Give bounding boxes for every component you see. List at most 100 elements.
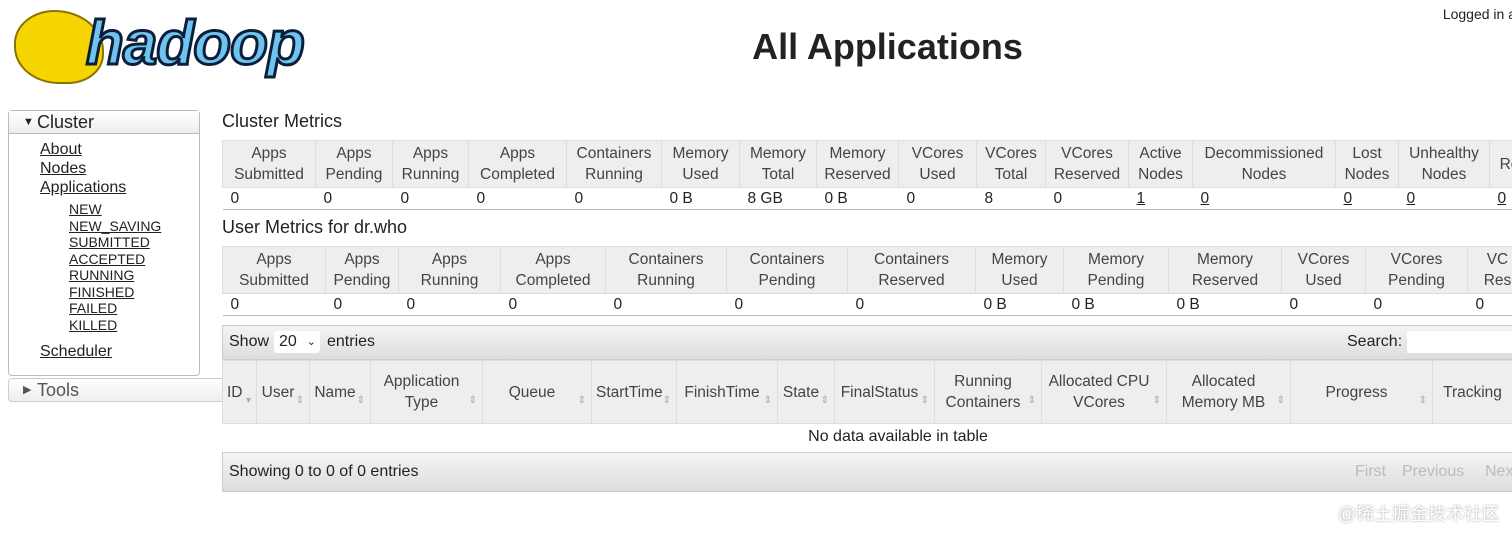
nav-nodes[interactable]: Nodes xyxy=(40,160,87,177)
metric-value: 0 xyxy=(398,293,501,316)
column-header[interactable]: Queue⇕ xyxy=(482,360,592,424)
metric-link[interactable]: 0 xyxy=(1497,189,1507,207)
next-page-button[interactable]: Next xyxy=(1485,463,1512,480)
sort-icon: ⇕ xyxy=(356,395,365,406)
cluster-label: Cluster xyxy=(37,112,95,132)
search-input[interactable] xyxy=(1407,331,1512,353)
tools-label: Tools xyxy=(37,380,80,400)
cluster-metrics-title: Cluster Metrics xyxy=(222,111,343,131)
sort-icon: ⇕ xyxy=(1276,395,1285,406)
metric-link[interactable]: 0 xyxy=(1343,189,1353,207)
nav-applications[interactable]: Applications xyxy=(40,179,127,196)
entries-label: entries xyxy=(327,333,376,350)
metric-value: 0 B xyxy=(975,293,1064,316)
metric-value[interactable]: 0 xyxy=(1192,187,1336,210)
metric-value[interactable]: 0 xyxy=(1489,187,1512,210)
first-page-button[interactable]: First xyxy=(1355,463,1387,480)
cluster-section-header[interactable]: ▼Cluster xyxy=(9,111,199,134)
column-header[interactable]: FinalStatus⇕ xyxy=(834,360,935,424)
nav-state-accepted[interactable]: ACCEPTED xyxy=(69,250,146,267)
tools-section-header[interactable]: ▶Tools xyxy=(8,378,228,402)
nav-state-finished[interactable]: FINISHED xyxy=(69,283,135,300)
elephant-icon xyxy=(14,10,104,84)
metric-link[interactable]: 1 xyxy=(1136,189,1146,207)
metric-value: 0 xyxy=(500,293,606,316)
nav-about[interactable]: About xyxy=(40,141,82,158)
sort-icon: ⇕ xyxy=(662,395,671,406)
search-label: Search: xyxy=(1347,333,1403,350)
page-size-select[interactable]: 20 ⌄ xyxy=(274,331,320,353)
table-footer: Showing 0 to 0 of 0 entries First Previo… xyxy=(222,452,1512,492)
chevron-down-icon: ⌄ xyxy=(306,336,316,348)
triangle-down-icon: ▼ xyxy=(23,116,34,128)
metric-value: 0 xyxy=(847,293,976,316)
column-header[interactable]: User⇕ xyxy=(256,360,310,424)
nav-scheduler[interactable]: Scheduler xyxy=(40,343,113,360)
sort-icon: ⇕ xyxy=(1152,395,1161,406)
nav-state-new_saving[interactable]: NEW_SAVING xyxy=(69,217,162,234)
nav-state-submitted[interactable]: SUBMITTED xyxy=(69,234,150,250)
column-header[interactable]: ID▾ xyxy=(222,360,257,424)
metric-value[interactable]: 0 xyxy=(1335,187,1399,210)
metric-value: 0 xyxy=(315,187,393,210)
metric-link[interactable]: 0 xyxy=(1200,189,1210,207)
column-header[interactable]: FinishTime⇕ xyxy=(676,360,778,424)
page-title: All Applications xyxy=(752,26,1023,67)
previous-page-button[interactable]: Previous xyxy=(1402,463,1465,480)
nav-state-new[interactable]: NEW xyxy=(69,201,102,217)
metric-value[interactable]: 1 xyxy=(1128,187,1193,210)
sort-icon: ⇕ xyxy=(295,395,304,406)
nav-state-running[interactable]: RUNNING xyxy=(69,267,135,283)
metric-value: 0 xyxy=(392,187,469,210)
sort-icon: ⇕ xyxy=(920,395,929,406)
column-header[interactable]: Tracking xyxy=(1432,360,1512,424)
column-header[interactable]: Progress⇕ xyxy=(1290,360,1433,424)
metric-value[interactable]: 0 xyxy=(1398,187,1490,210)
table-toolbar: Show 20 ⌄ entries Search: xyxy=(222,325,1512,360)
column-header[interactable]: StartTime⇕ xyxy=(591,360,677,424)
metric-link[interactable]: 0 xyxy=(1406,189,1416,207)
hadoop-logo[interactable]: hadoop xyxy=(10,6,340,86)
metric-value: 0 B xyxy=(661,187,740,210)
metric-value: 0 xyxy=(468,187,567,210)
metric-value: 0 xyxy=(898,187,977,210)
nav-state-failed[interactable]: FAILED xyxy=(69,300,118,316)
logo-text: hadoop xyxy=(85,8,307,80)
metric-value: 0 xyxy=(222,293,326,316)
sort-icon: ⇕ xyxy=(1418,395,1427,406)
sort-icon: ⇕ xyxy=(820,395,829,406)
user-metrics-title: User Metrics for dr.who xyxy=(222,217,408,237)
table-info: Showing 0 to 0 of 0 entries xyxy=(229,463,419,480)
metric-value: 0 xyxy=(1467,293,1512,316)
column-header[interactable]: Name⇕ xyxy=(309,360,371,424)
column-header[interactable]: State⇕ xyxy=(777,360,835,424)
metric-value: 8 xyxy=(976,187,1046,210)
page-size-value: 20 xyxy=(279,333,297,350)
metric-value: 0 xyxy=(566,187,662,210)
nav-state-killed[interactable]: KILLED xyxy=(69,316,118,333)
show-label: Show xyxy=(229,333,270,350)
